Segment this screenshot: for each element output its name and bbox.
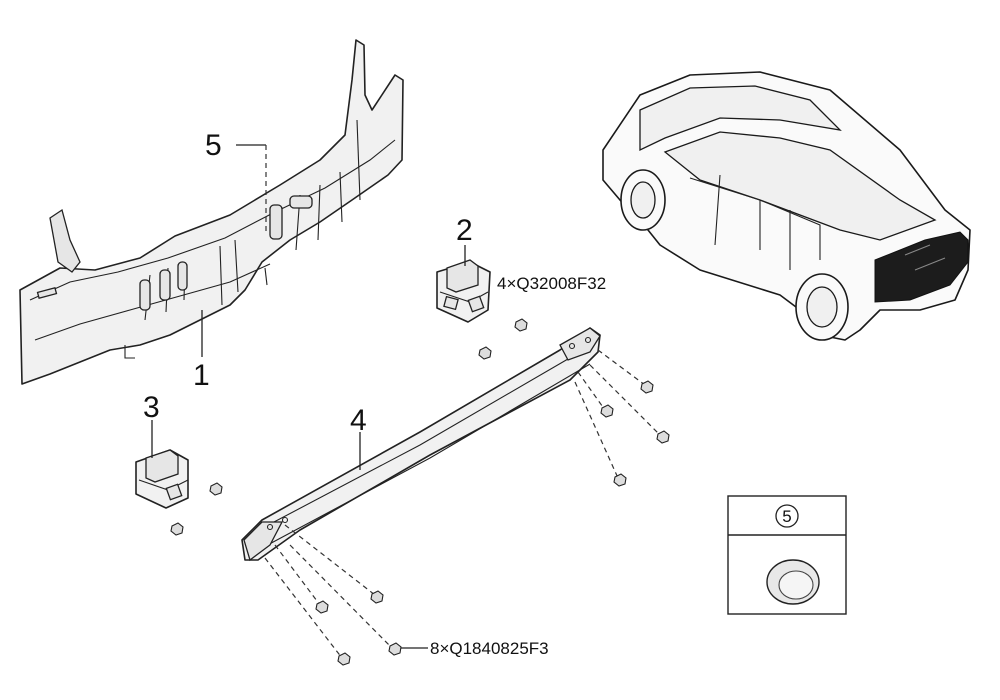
bolt-icon <box>337 652 351 666</box>
detail-box-label: 5 <box>782 507 791 526</box>
callout-4: 4 <box>350 404 367 437</box>
vehicle-location-illustration <box>602 71 971 341</box>
bolt-icon <box>656 430 670 444</box>
bracket-upper-part-2 <box>436 259 491 323</box>
bolt-icon <box>388 642 402 656</box>
beam-bolts-part-number: 8×Q1840825F3 <box>430 639 549 658</box>
callout-2: 2 <box>456 214 473 247</box>
bolt-icon <box>370 590 384 604</box>
beam-left-fastener-lines <box>264 524 393 659</box>
rear-panel-part-1 <box>19 39 404 385</box>
callout-1: 1 <box>193 359 210 392</box>
bumper-beam-part-4 <box>241 327 601 562</box>
detail-box-plug <box>727 495 847 615</box>
bolt-icon <box>613 473 627 487</box>
hex-nut-icon <box>478 346 492 360</box>
beam-right-fastener-lines <box>574 349 661 479</box>
detail-number-circle <box>775 504 799 528</box>
hex-nut-icon <box>209 482 223 496</box>
bolt-icon <box>600 404 614 418</box>
bracket-lower-part-3 <box>135 449 189 509</box>
hex-nut-icon <box>170 522 184 536</box>
bolt-icon <box>315 600 329 614</box>
bracket-bolts-part-number: 4×Q32008F32 <box>497 274 606 293</box>
callout-3: 3 <box>143 391 160 424</box>
bolt-icon <box>640 380 654 394</box>
hex-nut-icon <box>514 318 528 332</box>
callout-5: 5 <box>205 129 222 162</box>
